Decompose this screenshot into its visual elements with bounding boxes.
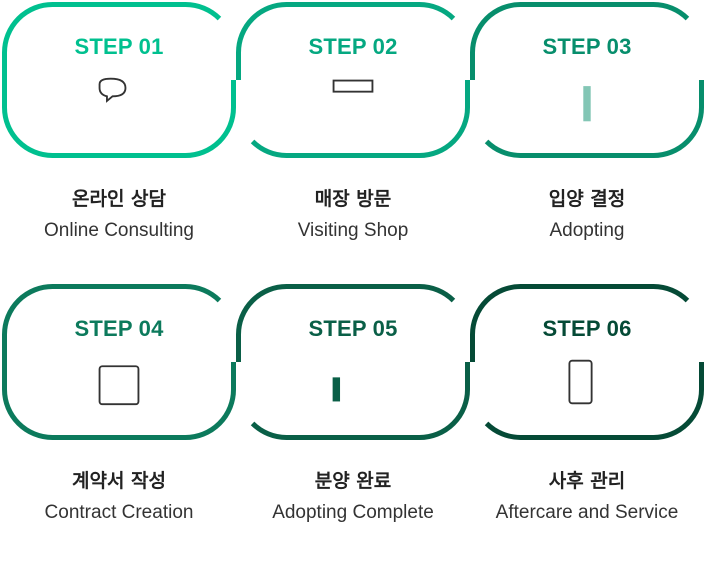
- step-card-2: STEP 02 매장 방문 Visiting Shop: [236, 2, 470, 284]
- step-title-en: Aftercare and Service: [495, 502, 679, 523]
- step-frame: [236, 284, 470, 440]
- step-title-en: Contract Creation: [44, 502, 194, 523]
- clipboard-check-icon: [98, 365, 140, 406]
- step-frame: [470, 2, 704, 158]
- step-title-ko: 사후 관리: [548, 470, 626, 492]
- gift-icon: [583, 86, 591, 122]
- step-label: STEP 04: [74, 316, 164, 341]
- step-title-ko: 분양 완료: [314, 470, 392, 492]
- step-label: STEP 02: [308, 34, 398, 59]
- step-title-ko: 매장 방문: [314, 188, 392, 210]
- step-label: STEP 03: [542, 34, 632, 59]
- step-label: STEP 05: [308, 316, 398, 341]
- step-card-6: STEP 06 사후 관리 Aftercare and Service: [470, 284, 704, 566]
- step-frame: [2, 284, 236, 440]
- step-title-en: Adopting Complete: [272, 502, 434, 523]
- step-card-4: STEP 04 계약서 작성 Contract Creation: [2, 284, 236, 566]
- step-frame: [236, 2, 470, 158]
- step-title-en: Visiting Shop: [297, 220, 409, 241]
- step-label: STEP 06: [542, 316, 632, 341]
- shop-icon: [332, 79, 374, 93]
- step-title-en: Adopting: [549, 220, 625, 241]
- step-label: STEP 01: [74, 34, 164, 59]
- step-title-ko: 입양 결정: [548, 188, 626, 210]
- step-card-3: STEP 03 입양 결정 Adopting: [470, 2, 704, 284]
- phone-heart-icon: [568, 359, 593, 405]
- step-card-5: STEP 05 분양 완료 Adopting Complete: [236, 284, 470, 566]
- step-frame: [470, 284, 704, 440]
- step-title-ko: 계약서 작성: [71, 470, 166, 492]
- step-title-en: Online Consulting: [44, 220, 194, 241]
- step-title-ko: 온라인 상담: [71, 188, 166, 210]
- thumbs-up-icon: [332, 377, 341, 402]
- chat-bubbles-icon: [98, 77, 127, 103]
- step-card-1: STEP 01 온라인 상담 Online Consulting: [2, 2, 236, 284]
- step-frame: [2, 2, 236, 158]
